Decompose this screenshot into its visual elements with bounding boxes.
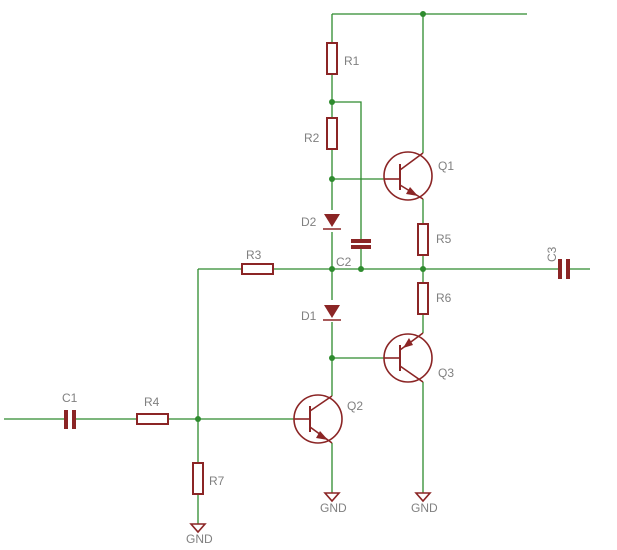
resistor-r5: R5	[417, 223, 452, 256]
diode-d2: D2	[301, 214, 341, 230]
label-r6: R6	[436, 291, 452, 305]
resistor-r7: R7	[192, 462, 225, 495]
ground-symbol: GND	[411, 492, 438, 515]
label-r5: R5	[436, 232, 452, 246]
label-d2: D2	[301, 215, 317, 229]
junctions	[195, 11, 426, 422]
capacitor-c2: C2	[336, 239, 371, 269]
label-r1: R1	[344, 54, 360, 68]
label-r3: R3	[246, 248, 262, 262]
junction-dot	[358, 266, 364, 272]
junction-dot	[329, 99, 335, 105]
label-d1: D1	[301, 309, 317, 323]
capacitor-c3: C3	[545, 246, 570, 279]
label-c1: C1	[62, 391, 78, 405]
transistor-q2: Q2	[293, 394, 363, 444]
ground-symbol: GND	[320, 492, 347, 515]
resistor-r6: R6	[417, 282, 452, 315]
capacitor-c1: C1	[62, 391, 78, 429]
resistor-r1: R1	[326, 42, 360, 75]
transistor-q3: Q3	[383, 332, 454, 383]
label-gnd: GND	[320, 501, 347, 515]
label-q1: Q1	[438, 159, 454, 173]
label-gnd: GND	[186, 532, 213, 546]
junction-dot	[329, 355, 335, 361]
junction-dot	[329, 176, 335, 182]
wire-r1r2-c2	[332, 101, 362, 239]
junction-dot	[420, 11, 426, 17]
label-c2: C2	[336, 255, 352, 269]
wires	[4, 13, 590, 524]
junction-dot	[420, 266, 426, 272]
ground-symbol: GND	[186, 523, 213, 546]
diode-d1: D1	[301, 305, 341, 323]
label-gnd: GND	[411, 501, 438, 515]
resistor-r2: R2	[304, 117, 338, 150]
label-q2: Q2	[347, 399, 363, 413]
junction-dot	[195, 416, 201, 422]
junction-dot	[329, 266, 335, 272]
label-q3: Q3	[438, 366, 454, 380]
label-r7: R7	[209, 474, 225, 488]
transistor-q1: Q1	[383, 151, 454, 201]
resistor-r4: R4	[136, 395, 169, 425]
resistor-r3: R3	[241, 248, 274, 275]
label-c3: C3	[545, 246, 559, 262]
label-r4: R4	[144, 395, 160, 409]
label-r2: R2	[304, 131, 320, 145]
